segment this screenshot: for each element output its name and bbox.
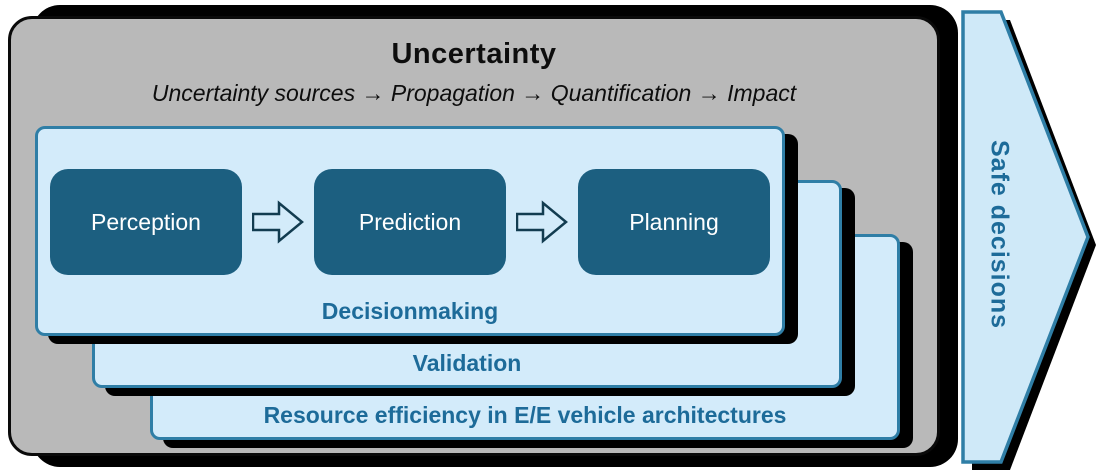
flow-arrow-icon: [252, 200, 304, 244]
panel-title: Uncertainty: [391, 38, 557, 70]
layer-label-resource-efficiency: Resource efficiency in E/E vehicle archi…: [263, 402, 787, 428]
safe-decisions-label: Safe decisions: [985, 140, 1014, 330]
panel-subtitle: Uncertainty sources → Propagation → Quan…: [151, 80, 797, 106]
flow-arrow-icon: [516, 200, 568, 244]
step-label-planning: Planning: [629, 208, 719, 235]
step-label-prediction: Prediction: [358, 208, 462, 235]
safe-decisions-arrow: [961, 10, 1096, 470]
pipeline-row: Perception Prediction Planning: [38, 169, 782, 275]
layer-label-validation: Validation: [412, 350, 522, 376]
step-box-prediction: Prediction: [314, 169, 506, 275]
step-label-perception: Perception: [91, 208, 201, 235]
step-box-perception: Perception: [50, 169, 242, 275]
layer-card-decisionmaking: Perception Prediction Planning Decisionm…: [35, 126, 785, 336]
layer-label-decisionmaking: Decisionmaking: [321, 298, 499, 324]
step-box-planning: Planning: [578, 169, 770, 275]
